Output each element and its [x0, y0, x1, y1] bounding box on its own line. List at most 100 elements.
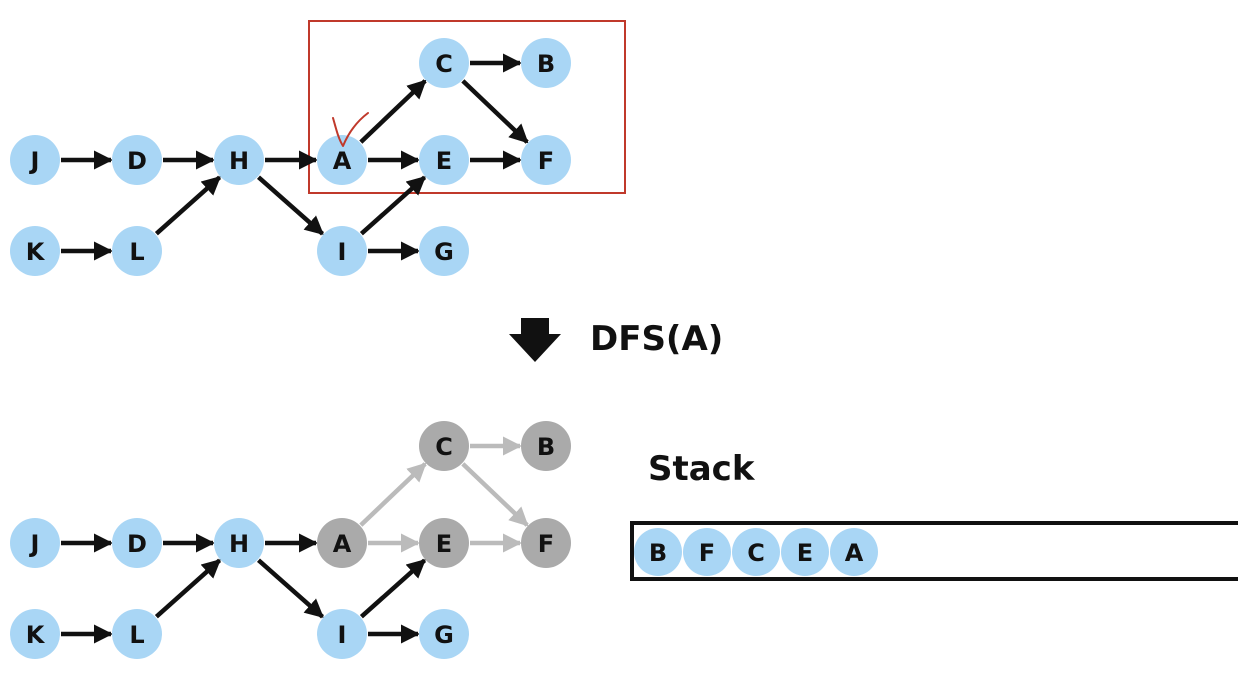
- top-node-label: A: [333, 147, 352, 175]
- bottom-node-label: B: [537, 433, 555, 461]
- top-edge-h-i: [256, 175, 325, 236]
- top-node-a: A: [317, 135, 367, 185]
- stack-item-f: F: [683, 528, 731, 576]
- bottom-node-circle: [10, 518, 60, 568]
- top-node-circle: [112, 226, 162, 276]
- stack-title: Stack: [648, 449, 756, 489]
- top-node-label: I: [338, 238, 347, 266]
- stack-item-circle: [683, 528, 731, 576]
- stack-item-a: A: [830, 528, 878, 576]
- top-graph-nodes: J D H A E F K L I G C B: [10, 38, 571, 276]
- top-edge-i-e: [359, 175, 427, 236]
- bottom-node-h: H: [214, 518, 264, 568]
- top-node-label: H: [229, 147, 249, 175]
- stack-item-label: B: [649, 539, 667, 567]
- bottom-node-label: C: [435, 433, 453, 461]
- stack-item-circle: [732, 528, 780, 576]
- bottom-node-circle: [112, 518, 162, 568]
- bottom-graph-edges: [61, 436, 529, 644]
- top-edge-l-h: [154, 175, 222, 236]
- stack-item-c: C: [732, 528, 780, 576]
- top-node-label: D: [127, 147, 147, 175]
- bottom-node-e: E: [419, 518, 469, 568]
- dfs-transition: DFS(A): [509, 318, 723, 362]
- bottom-node-circle: [10, 609, 60, 659]
- bottom-node-j: J: [10, 518, 60, 568]
- top-node-l: L: [112, 226, 162, 276]
- subgraph-highlight-box: [308, 20, 626, 194]
- top-edge-c-f: [461, 79, 529, 144]
- top-node-k: K: [10, 226, 60, 276]
- stack-item-label: E: [797, 539, 813, 567]
- bottom-node-label: I: [338, 621, 347, 649]
- stack-item-label: F: [699, 539, 715, 567]
- top-node-label: L: [129, 238, 144, 266]
- top-node-f: F: [521, 135, 571, 185]
- top-node-d: D: [112, 135, 162, 185]
- bottom-edge-i-e: [359, 558, 427, 619]
- bottom-node-i: I: [317, 609, 367, 659]
- bottom-node-circle: [419, 421, 469, 471]
- top-node-circle: [419, 38, 469, 88]
- bottom-node-a: A: [317, 518, 367, 568]
- top-node-circle: [521, 135, 571, 185]
- stack-item-label: C: [747, 539, 765, 567]
- bottom-node-c: C: [419, 421, 469, 471]
- bottom-edge-h-i: [256, 558, 325, 619]
- top-node-e: E: [419, 135, 469, 185]
- bottom-node-d: D: [112, 518, 162, 568]
- top-node-c: C: [419, 38, 469, 88]
- bottom-node-circle: [214, 518, 264, 568]
- bottom-node-circle: [419, 609, 469, 659]
- bottom-node-circle: [317, 609, 367, 659]
- top-node-circle: [521, 38, 571, 88]
- bottom-node-label: L: [129, 621, 144, 649]
- top-node-circle: [317, 226, 367, 276]
- top-graph-edges: [61, 53, 529, 261]
- top-node-g: G: [419, 226, 469, 276]
- dfs-label: DFS(A): [590, 319, 723, 359]
- bottom-edge-l-h: [154, 558, 222, 619]
- bottom-edge-c-f: [461, 462, 529, 527]
- top-graph: J D H A E F K L I G C B: [10, 20, 626, 276]
- bottom-node-label: E: [436, 530, 452, 558]
- bottom-node-l: L: [112, 609, 162, 659]
- bottom-node-f: F: [521, 518, 571, 568]
- top-node-label: B: [537, 50, 555, 78]
- bottom-node-k: K: [10, 609, 60, 659]
- top-node-circle: [214, 135, 264, 185]
- bottom-node-label: A: [333, 530, 352, 558]
- bottom-node-circle: [419, 518, 469, 568]
- bottom-node-label: F: [538, 530, 554, 558]
- top-node-label: F: [538, 147, 554, 175]
- bottom-node-label: G: [434, 621, 454, 649]
- top-node-label: G: [434, 238, 454, 266]
- top-node-circle: [419, 226, 469, 276]
- top-node-circle: [10, 226, 60, 276]
- stack-item-e: E: [781, 528, 829, 576]
- top-node-label: E: [436, 147, 452, 175]
- top-node-b: B: [521, 38, 571, 88]
- bottom-node-label: H: [229, 530, 249, 558]
- top-node-label: C: [435, 50, 453, 78]
- bottom-node-label: D: [127, 530, 147, 558]
- top-node-circle: [419, 135, 469, 185]
- top-node-label: K: [26, 238, 46, 266]
- bottom-node-g: G: [419, 609, 469, 659]
- stack-item-b: B: [634, 528, 682, 576]
- bottom-node-label: K: [26, 621, 46, 649]
- top-node-i: I: [317, 226, 367, 276]
- bottom-node-circle: [521, 421, 571, 471]
- bottom-node-circle: [317, 518, 367, 568]
- bottom-node-circle: [112, 609, 162, 659]
- stack-item-circle: [830, 528, 878, 576]
- top-node-j: J: [10, 135, 60, 185]
- bottom-node-b: B: [521, 421, 571, 471]
- top-node-circle: [112, 135, 162, 185]
- bottom-edge-a-c: [359, 462, 427, 527]
- top-edge-a-c: [359, 79, 427, 144]
- bottom-graph: J D H A E F K L I G C B: [10, 421, 571, 659]
